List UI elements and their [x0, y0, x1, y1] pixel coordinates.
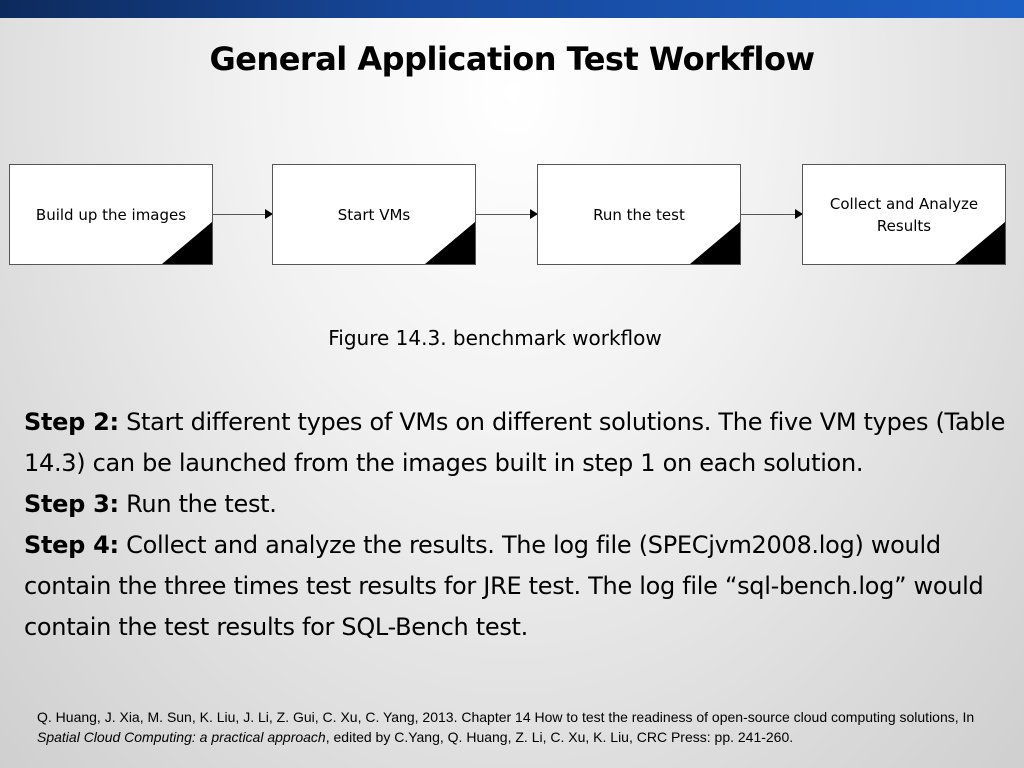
citation-book-title: Spatial Cloud Computing: a practical app…	[37, 729, 326, 745]
arrow-head-icon	[530, 209, 538, 219]
workflow-arrow	[213, 209, 273, 219]
step-text: Start different types of VMs on differen…	[24, 408, 1006, 477]
body-text: Step 2: Start different types of VMs on …	[24, 402, 1014, 648]
arrow-head-icon	[795, 209, 803, 219]
header-bar	[0, 0, 1024, 18]
step-heading: Step 3:	[24, 490, 119, 518]
workflow-arrow	[741, 209, 803, 219]
step-paragraph: Step 3: Run the test.	[24, 484, 1014, 525]
workflow-step-start-vms: Start VMs	[272, 164, 476, 265]
arrow-head-icon	[265, 209, 273, 219]
corner-triangle-decoration	[162, 222, 212, 264]
workflow-step-collect-results: Collect and Analyze Results	[802, 164, 1006, 265]
citation-authors: Q. Huang, J. Xia, M. Sun, K. Liu, J. Li,…	[37, 709, 975, 725]
workflow-step-build-images: Build up the images	[9, 164, 213, 265]
workflow-step-run-test: Run the test	[537, 164, 741, 265]
workflow-step-label: Build up the images	[35, 205, 187, 224]
step-text: Run the test.	[126, 490, 277, 518]
figure-caption: Figure 14.3. benchmark workflow	[328, 326, 662, 350]
workflow-step-label: Start VMs	[337, 205, 411, 224]
corner-triangle-decoration	[690, 222, 740, 264]
step-paragraph: Step 4: Collect and analyze the results.…	[24, 525, 1014, 648]
citation-details: , edited by C.Yang, Q. Huang, Z. Li, C. …	[325, 729, 794, 745]
step-paragraph: Step 2: Start different types of VMs on …	[24, 402, 1014, 484]
slide-title: General Application Test Workflow	[209, 40, 815, 78]
corner-triangle-decoration	[955, 222, 1005, 264]
step-heading: Step 2:	[24, 408, 119, 436]
workflow-step-label: Run the test	[593, 205, 685, 224]
corner-triangle-decoration	[425, 222, 475, 264]
step-heading: Step 4:	[24, 531, 119, 559]
workflow-step-label: Collect and Analyze Results	[829, 194, 979, 235]
step-text: Collect and analyze the results. The log…	[24, 531, 984, 641]
citation-reference: Q. Huang, J. Xia, M. Sun, K. Liu, J. Li,…	[37, 707, 1007, 747]
workflow-arrow	[476, 209, 538, 219]
